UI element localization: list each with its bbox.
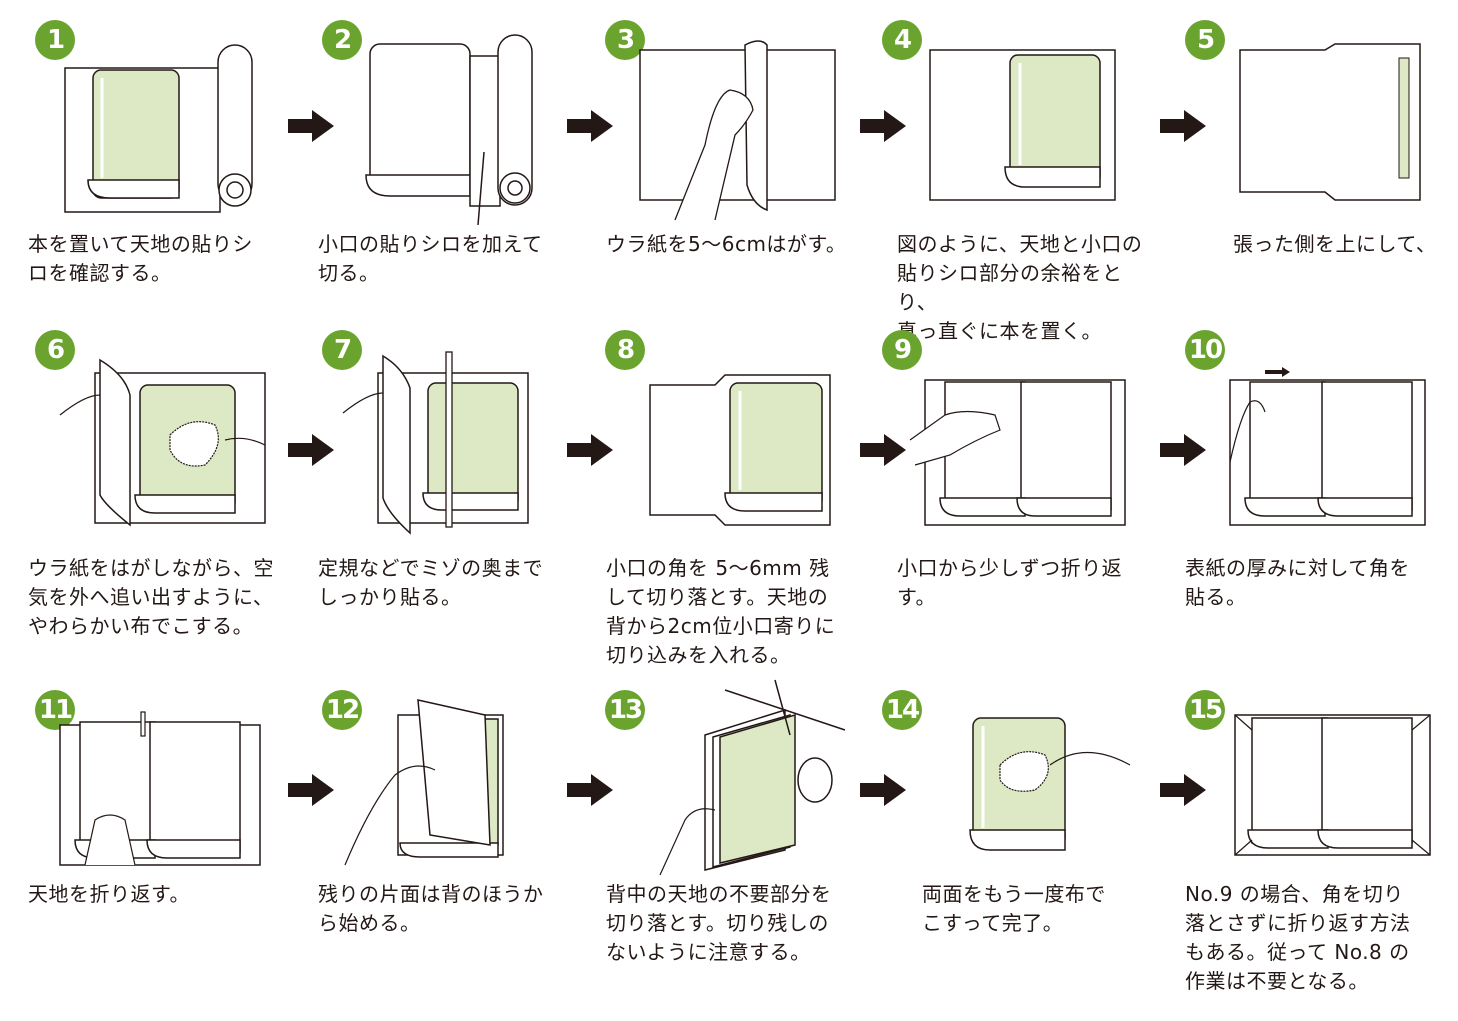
step-caption: 本を置いて天地の貼りシ ロを確認する。 — [28, 232, 253, 285]
arrow-icon — [860, 434, 906, 466]
step-caption: 小口から少しずつ折り返 す。 — [897, 556, 1123, 609]
step-number-badge: 14 — [882, 690, 922, 730]
arrow-icon — [288, 110, 334, 142]
step-number-badge: 13 — [605, 690, 645, 730]
step-caption: 定規などでミゾの奥まで しっかり貼る。 — [318, 556, 544, 609]
step-15-illustration — [1234, 714, 1431, 856]
step-caption: 背中の天地の不要部分を 切り落とす。切り残しの ないように注意する。 — [606, 882, 832, 964]
step-number-badge: 6 — [35, 330, 75, 370]
arrow-icon — [567, 110, 613, 142]
step-6-illustration — [59, 358, 266, 527]
arrow-icon — [1160, 774, 1206, 806]
step-4-illustration — [929, 49, 1116, 201]
step-1-illustration — [64, 44, 253, 213]
step-11-illustration — [59, 711, 261, 866]
step-caption: 小口の角を 5〜6mm 残 して切り落とす。天地の 背から2cm位小口寄りに 切… — [606, 556, 836, 667]
step-3-illustration — [639, 40, 836, 221]
step-number-badge: 1 — [35, 20, 75, 60]
step-number-badge: 7 — [322, 330, 362, 370]
step-caption: 張った側を上にして、 — [1233, 232, 1437, 256]
step-caption: 表紙の厚みに対して角を 貼る。 — [1185, 556, 1410, 609]
step-caption: ウラ紙を5〜6cmはがす。 — [606, 232, 847, 256]
step-caption: 残りの片面は背のほうか ら始める。 — [318, 882, 544, 935]
step-caption: 図のように、天地と小口の 貼りシロ部分の余裕をとり、 真っ直ぐに本を置く。 — [897, 232, 1143, 343]
step-7-illustration — [342, 351, 529, 535]
step-14-illustration — [969, 717, 1131, 851]
step-5-illustration — [1239, 43, 1421, 201]
step-number-badge: 4 — [882, 20, 922, 60]
step-8-illustration — [649, 374, 831, 526]
step-number-badge: 5 — [1185, 20, 1225, 60]
step-number-badge: 11 — [35, 690, 75, 730]
arrow-icon — [860, 110, 906, 142]
step-number-badge: 2 — [322, 20, 362, 60]
arrow-icon — [860, 774, 906, 806]
arrow-icon — [567, 434, 613, 466]
arrow-icon — [1160, 110, 1206, 142]
step-caption: 天地を折り返す。 — [28, 882, 190, 906]
step-caption: ウラ紙をはがしながら、空 気を外へ追い出すように、 やわらかい布でこする。 — [28, 556, 274, 638]
step-caption: 小口の貼りシロを加えて 切る。 — [318, 232, 543, 285]
step-number-badge: 15 — [1185, 690, 1225, 730]
step-9-illustration — [909, 379, 1126, 526]
step-10-illustration — [1229, 367, 1426, 526]
arrow-icon — [288, 774, 334, 806]
step-number-badge: 12 — [322, 690, 362, 730]
step-12-illustration — [344, 699, 504, 866]
arrow-icon — [1160, 434, 1206, 466]
step-number-badge: 8 — [605, 330, 645, 370]
arrow-icon — [567, 774, 613, 806]
step-number-badge: 10 — [1185, 330, 1225, 370]
step-2-illustration — [365, 34, 533, 226]
step-number-badge: 3 — [605, 20, 645, 60]
step-13-illustration — [659, 679, 846, 876]
arrow-icon — [288, 434, 334, 466]
step-caption: No.9 の場合、角を切り 落とさずに折り返す方法 もある。従って No.8 の… — [1185, 882, 1411, 993]
step-caption: 両面をもう一度布で こすって完了。 — [922, 882, 1106, 935]
step-number-badge: 9 — [882, 330, 922, 370]
